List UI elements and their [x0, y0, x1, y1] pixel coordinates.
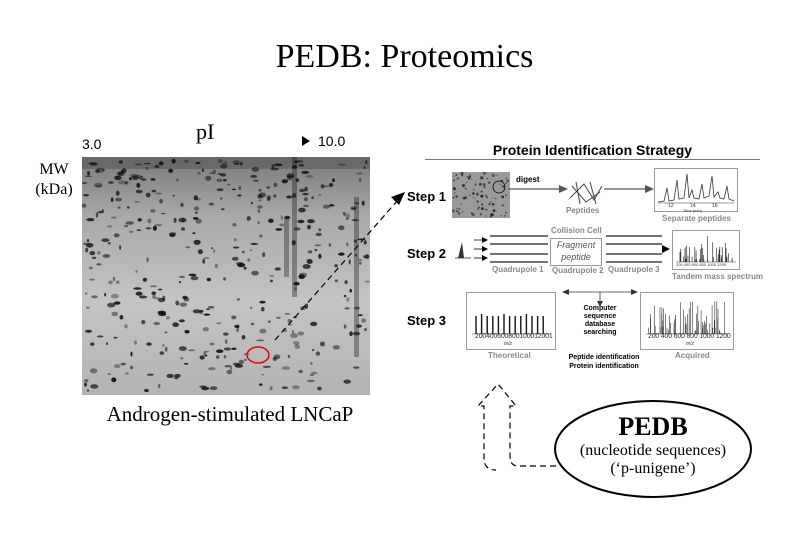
- gel-caption: Androgen-stimulated LNCaP: [106, 402, 354, 426]
- separate-arrow: [604, 185, 654, 193]
- computer-search-text: Computer sequence database searching: [562, 305, 638, 337]
- separate-peptides-label: Separate peptides: [662, 214, 731, 223]
- strategy-title: Protein Identification Strategy: [492, 142, 693, 158]
- dashed-connector-arrow: [274, 192, 405, 341]
- step1-label: Step 1: [407, 189, 447, 204]
- quadrupole-3-label: Quadrupole 3: [608, 265, 660, 274]
- acquired-label: Acquired: [675, 351, 710, 360]
- strategy-title-rule: [425, 159, 760, 160]
- computer-line4: searching: [583, 329, 617, 336]
- curved-dashed-arrow: [476, 383, 556, 471]
- highlighted-spot-circle: [246, 346, 270, 364]
- step2-label: Step 2: [407, 246, 447, 261]
- quadrupole-2-label: Quadrupole 2: [552, 266, 604, 275]
- tandem-spectrum: [672, 230, 740, 270]
- chrom-tick-12: 12: [668, 203, 674, 209]
- tandem-mass-spectrum-label: Tandem mass spectrum: [672, 272, 763, 281]
- pedb-line2: (‘p-unigene’): [610, 460, 696, 477]
- theoretical-label: Theoretical: [488, 351, 531, 360]
- ph-low-label: 3.0: [82, 136, 102, 152]
- computer-line3: database: [584, 321, 616, 328]
- slide-title: PEDB: Proteomics: [275, 38, 534, 75]
- digest-arrow: [508, 185, 568, 193]
- pi-axis-label: pI: [196, 119, 215, 144]
- chrom-tick-14: 14: [690, 203, 696, 209]
- acquired-axis: m/z: [686, 341, 695, 347]
- peptide-identification: Peptide identification: [568, 354, 640, 361]
- step3-label: Step 3: [407, 313, 447, 328]
- computer-line2: sequence: [583, 313, 617, 320]
- digest-label: digest: [516, 175, 540, 184]
- pedb-text: PEDB (nucleotide sequences) (‘p-unigene’…: [552, 412, 754, 478]
- computer-line1: Computer: [583, 305, 617, 312]
- chrom-tick-16: 16: [712, 203, 718, 209]
- chrom-axis-label: Time (min): [683, 208, 702, 213]
- theoretical-spectrum: [466, 292, 556, 350]
- pedb-ellipse: [554, 400, 752, 498]
- compare-arrows: [562, 289, 638, 307]
- step1-gel-thumbnail: [452, 172, 510, 218]
- mw-label-line2: (kDa): [35, 181, 73, 198]
- theoretical-ticks: 200400600800100012001: [475, 333, 553, 340]
- 2d-gel-image: [82, 157, 370, 395]
- quadrupole-1-label: Quadrupole 1: [492, 265, 544, 274]
- mw-axis-label: MW (kDa): [28, 160, 80, 200]
- quadrupole-3: [606, 235, 670, 263]
- acquired-spectrum: [640, 292, 734, 350]
- ph-arrow-icon: [302, 136, 310, 146]
- gel-spots: [82, 157, 370, 393]
- theoretical-axis: m/z: [504, 341, 513, 347]
- tandem-ticks: 200 400 600 800 1000 1200: [676, 262, 727, 267]
- peptides-icon: [569, 181, 603, 205]
- chromatogram: [654, 168, 738, 212]
- single-peak-icon: [455, 242, 471, 259]
- mw-label-line1: MW: [39, 161, 69, 178]
- identification-text: Peptide identification Protein identific…: [556, 353, 652, 371]
- peptides-label: Peptides: [566, 206, 600, 215]
- fragment-peptide-box: Fragment peptide: [550, 238, 602, 266]
- pedb-line1: (nucleotide sequences): [579, 442, 727, 459]
- ph-high-label: 10.0: [318, 133, 346, 149]
- quadrupole-1: [474, 235, 548, 263]
- collision-cell-label: Collision Cell: [551, 226, 602, 235]
- acquired-ticks: 200 400 600 800 1000 1200: [648, 333, 731, 340]
- protein-identification: Protein identification: [569, 363, 639, 370]
- pedb-title: PEDB: [618, 412, 688, 441]
